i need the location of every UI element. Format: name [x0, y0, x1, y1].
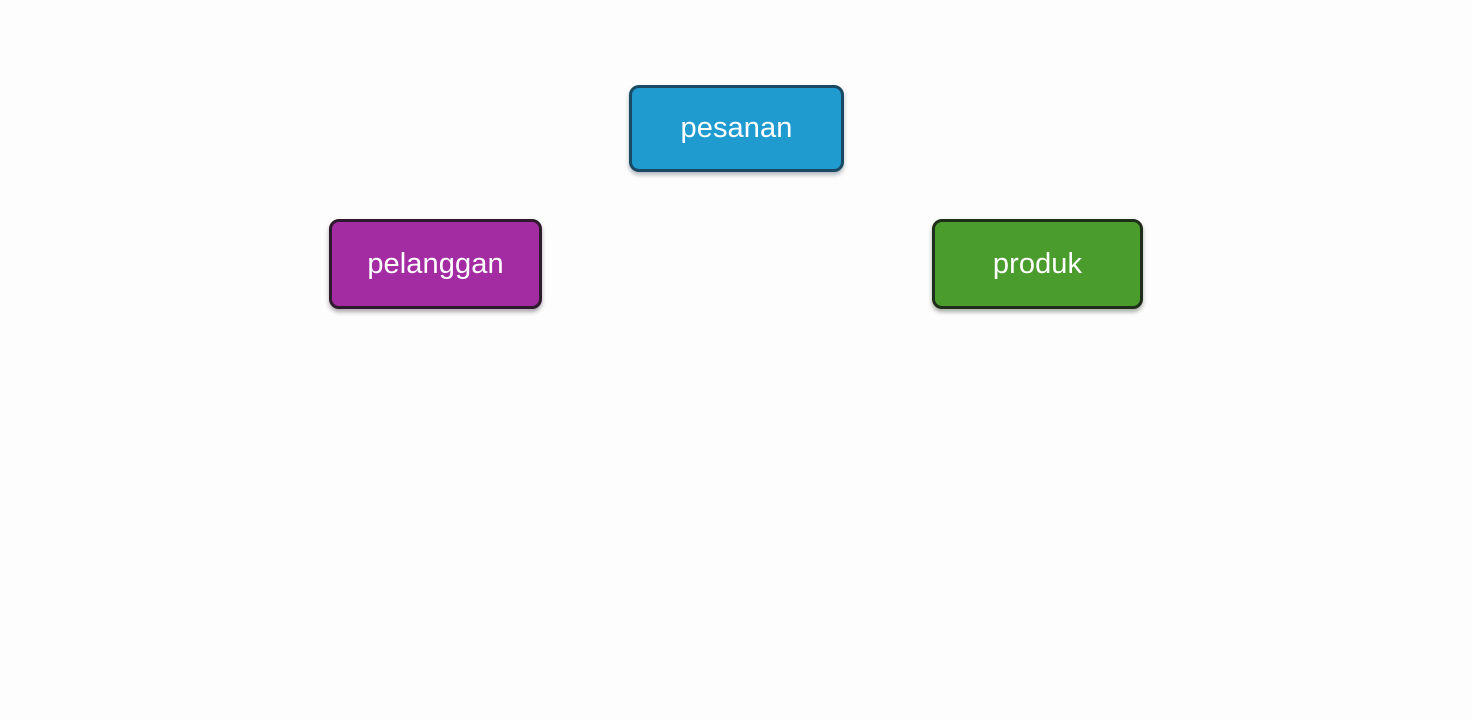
diagram-node-produk[interactable]: produk — [932, 219, 1143, 309]
diagram-node-label: pesanan — [680, 112, 793, 144]
diagram-node-pesanan[interactable]: pesanan — [629, 85, 844, 172]
diagram-node-label: produk — [992, 247, 1083, 280]
diagram-node-pelanggan[interactable]: pelanggan — [329, 219, 542, 309]
diagram-node-label: pelanggan — [367, 247, 504, 280]
